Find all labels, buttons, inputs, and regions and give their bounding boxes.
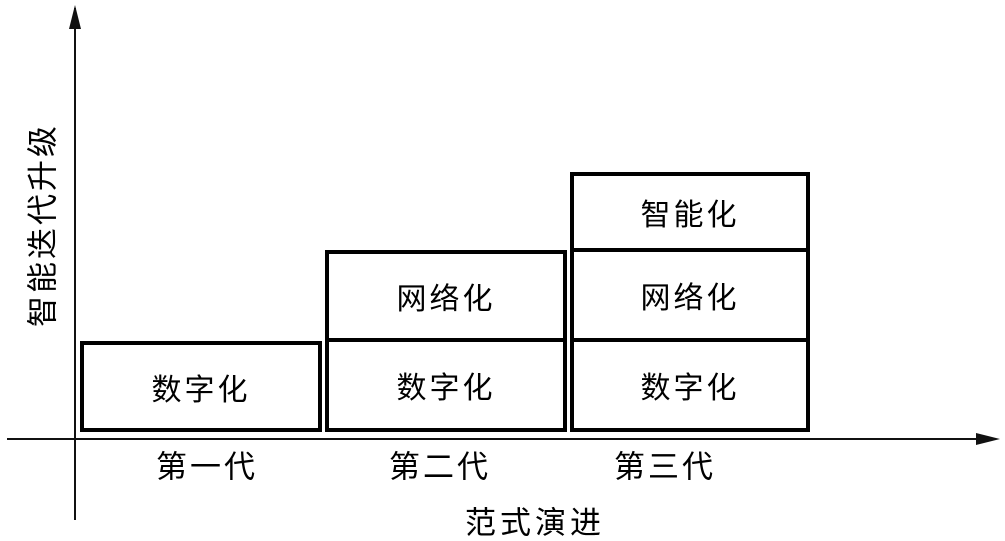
generation-2-stack: 网络化 数字化	[325, 250, 567, 432]
generation-1-label: 第一代	[156, 449, 258, 485]
y-axis-line	[74, 8, 76, 520]
generation-1-stack: 数字化	[80, 341, 322, 432]
x-axis-label: 范式演进	[465, 505, 605, 541]
layer-cell-intelligence: 智能化	[640, 199, 740, 232]
layer-cell-digitization: 数字化	[151, 373, 251, 407]
generation-2-label: 第二代	[389, 449, 491, 485]
x-axis-line	[7, 438, 985, 440]
generation-3-stack: 智能化 网络化 数字化	[570, 172, 810, 432]
layer-cell-digitization: 数字化	[329, 338, 563, 428]
layer-cell-digitization: 数字化	[574, 338, 806, 428]
y-axis-arrow-up-icon	[69, 5, 81, 29]
generation-3-label: 第三代	[614, 449, 716, 485]
y-axis-label: 智能迭代升级	[25, 123, 61, 327]
layer-cell-networking: 网络化	[396, 283, 496, 316]
layer-cell-networking: 网络化	[574, 248, 806, 338]
x-axis-arrow-right-icon	[976, 433, 1000, 445]
